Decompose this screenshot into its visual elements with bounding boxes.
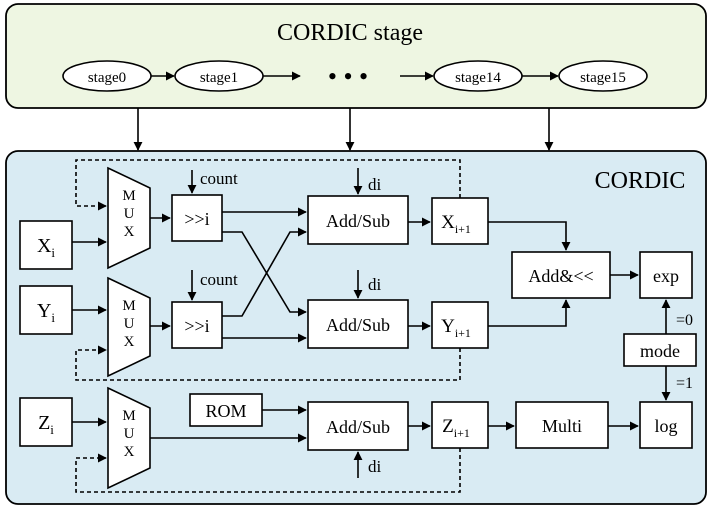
cordic-title: CORDIC bbox=[595, 168, 686, 194]
mux-z-letter-u: U bbox=[124, 426, 135, 442]
mux-y-letter-m: M bbox=[122, 298, 135, 314]
addsub-y: Add/Sub bbox=[307, 299, 409, 349]
di-label-x: di bbox=[368, 175, 382, 194]
feedback-x-loop bbox=[75, 159, 461, 211]
add-shift-label: Add&<< bbox=[528, 266, 593, 286]
output-y-box: Yi+1 bbox=[431, 301, 489, 349]
cordic-stage-panel: CORDIC stage stage0 stage1 • • • stage14… bbox=[5, 3, 707, 109]
stage-label-14: stage14 bbox=[455, 70, 501, 86]
addsub-x: Add/Sub bbox=[307, 195, 409, 245]
output-z-box: Zi+1 bbox=[431, 401, 489, 449]
stage-node-1: stage1 bbox=[174, 60, 264, 92]
wire-yout-to-addshift bbox=[488, 299, 571, 327]
log-box: log bbox=[639, 401, 693, 449]
add-shift-box: Add&<< bbox=[511, 251, 611, 299]
addsub-z-label: Add/Sub bbox=[326, 417, 390, 437]
multi-box: Multi bbox=[515, 401, 609, 449]
output-x-subscript: i+1 bbox=[455, 222, 471, 236]
svg-text:Xi+1: Xi+1 bbox=[441, 212, 471, 236]
wire-shiftery-cross-to-addsubx bbox=[222, 227, 307, 317]
input-x-label: X bbox=[37, 235, 52, 257]
feedback-y-loop bbox=[75, 345, 461, 381]
shifter-y-label: >>i bbox=[184, 316, 209, 336]
input-z-label: Z bbox=[38, 412, 50, 434]
svg-text:Zi+1: Zi+1 bbox=[442, 416, 470, 440]
addsub-x-label: Add/Sub bbox=[326, 211, 390, 231]
mux-x-letter-m: M bbox=[122, 188, 135, 204]
output-y-label: Y bbox=[441, 316, 455, 337]
multi-label: Multi bbox=[542, 416, 582, 436]
svg-text:Zi: Zi bbox=[38, 412, 54, 437]
input-x-subscript: i bbox=[51, 245, 55, 260]
di-label-y: di bbox=[368, 275, 382, 294]
mux-y: M U X bbox=[107, 276, 151, 378]
output-y-subscript: i+1 bbox=[455, 326, 471, 340]
svg-text:Xi: Xi bbox=[37, 235, 55, 260]
shifter-y: >>i bbox=[171, 301, 223, 349]
mux-x-letter-x: X bbox=[124, 224, 135, 240]
feedback-z-loop bbox=[75, 448, 461, 493]
mode-label: mode bbox=[640, 341, 680, 361]
wire-xout-to-addshift bbox=[488, 221, 571, 251]
mux-z-letter-m: M bbox=[122, 408, 135, 424]
input-y-label: Y bbox=[37, 300, 51, 322]
addsub-y-label: Add/Sub bbox=[326, 315, 390, 335]
stage-node-14: stage14 bbox=[433, 60, 523, 92]
mode-eq1-label: =1 bbox=[676, 375, 693, 392]
mux-z: M U X bbox=[107, 386, 151, 490]
shifter-x-label: >>i bbox=[184, 209, 209, 229]
stage-node-15: stage15 bbox=[558, 60, 648, 92]
svg-text:Yi+1: Yi+1 bbox=[441, 316, 471, 340]
stage-ellipsis: • • • bbox=[328, 62, 368, 91]
stage-label-1: stage1 bbox=[200, 70, 238, 86]
shifter-x: >>i bbox=[171, 194, 223, 242]
mode-eq0-label: =0 bbox=[676, 312, 693, 329]
rom-box: ROM bbox=[189, 393, 263, 427]
mux-x: M U X bbox=[107, 166, 151, 270]
stage-label-15: stage15 bbox=[580, 70, 626, 86]
output-x-box: Xi+1 bbox=[431, 197, 489, 245]
exp-box: exp bbox=[639, 251, 693, 299]
cordic-stage-title: CORDIC stage bbox=[277, 20, 423, 46]
mux-x-letter-u: U bbox=[124, 206, 135, 222]
output-z-label: Z bbox=[442, 416, 454, 437]
exp-label: exp bbox=[653, 266, 679, 286]
stage-label-0: stage0 bbox=[88, 70, 126, 86]
svg-text:Yi: Yi bbox=[37, 300, 55, 325]
mode-box: mode bbox=[623, 333, 697, 367]
output-z-subscript: i+1 bbox=[454, 426, 470, 440]
wire-shifterx-cross-to-addsuby bbox=[222, 231, 307, 317]
stage-node-0: stage0 bbox=[62, 60, 152, 92]
count-label-y: count bbox=[200, 270, 238, 289]
input-y-box: Yi bbox=[19, 285, 73, 335]
log-label: log bbox=[654, 416, 677, 436]
input-y-subscript: i bbox=[51, 310, 55, 325]
mux-y-letter-u: U bbox=[124, 316, 135, 332]
di-label-z: di bbox=[368, 457, 382, 476]
mux-y-letter-x: X bbox=[124, 334, 135, 350]
input-x-box: Xi bbox=[19, 220, 73, 270]
output-x-label: X bbox=[441, 212, 455, 233]
rom-label: ROM bbox=[205, 401, 246, 421]
addsub-z: Add/Sub bbox=[307, 401, 409, 451]
input-z-box: Zi bbox=[19, 397, 73, 447]
count-label-x: count bbox=[200, 169, 238, 188]
mux-z-letter-x: X bbox=[124, 444, 135, 460]
input-z-subscript: i bbox=[50, 422, 54, 437]
